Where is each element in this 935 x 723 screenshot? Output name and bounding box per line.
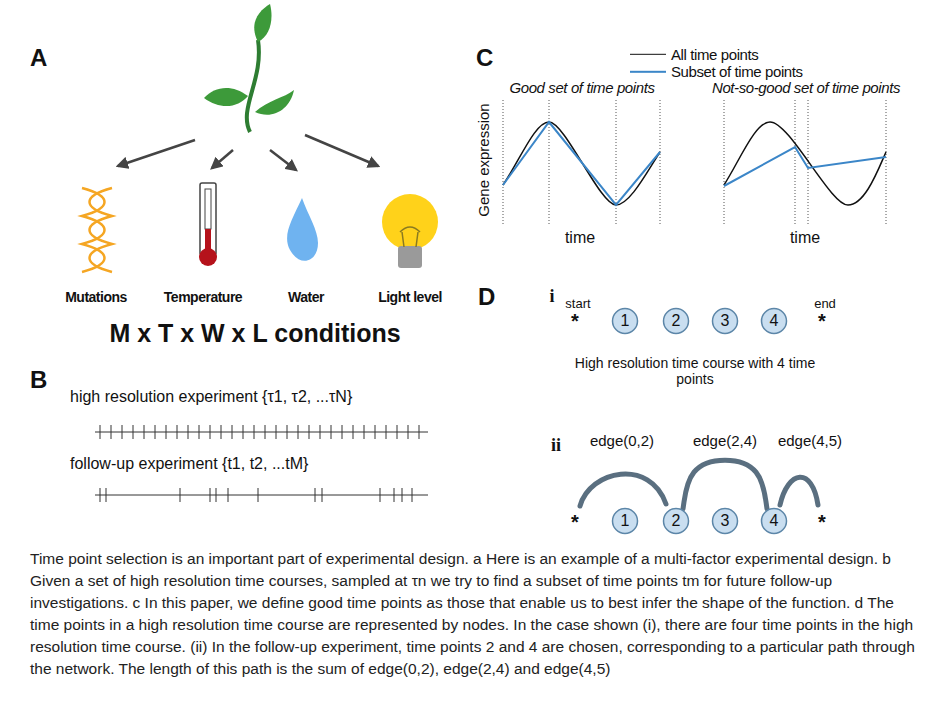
node-number: 4 — [760, 307, 788, 335]
path-edge — [683, 460, 767, 509]
light-bulb-icon — [382, 194, 438, 268]
start-label: start — [565, 297, 590, 312]
terminal-star: * — [818, 310, 826, 333]
plot-title: Not-so-good set of time points — [712, 79, 900, 96]
time-point-node: 4 — [760, 307, 788, 335]
panel-letter: B — [30, 366, 47, 394]
legend-entry: Subset of time points — [630, 62, 803, 80]
panel-letter: D — [478, 283, 495, 311]
legend-sample — [630, 71, 666, 73]
timeline-label: follow-up experiment {t1, t2, ...tM} — [70, 455, 308, 473]
axis-label: Gene expression — [475, 103, 492, 216]
factor-label: Light level — [378, 289, 442, 305]
plant-icon — [204, 4, 294, 132]
edge-label: edge(4,5) — [778, 432, 842, 449]
factor-label: Mutations — [65, 289, 127, 305]
node-number: 1 — [611, 507, 639, 535]
dna-helix-icon — [82, 188, 112, 272]
legend-text: Subset of time points — [671, 63, 803, 80]
node-number: 2 — [662, 507, 690, 535]
timeline-label: high resolution experiment {τ1, τ2, ...τ… — [70, 388, 352, 406]
panel-letter: A — [30, 44, 47, 72]
factor-arrows — [118, 135, 378, 170]
panel-letter: C — [476, 44, 493, 72]
caption: Time point selection is an important par… — [30, 548, 915, 680]
time-point-node: 3 — [711, 507, 739, 535]
node-number: 3 — [711, 307, 739, 335]
legend-sample — [630, 54, 666, 55]
legend-text: All time points — [671, 46, 758, 63]
time-point-node: 3 — [711, 307, 739, 335]
node-number: 2 — [662, 307, 690, 335]
time-point-node: 1 — [611, 307, 639, 335]
legend-entry: All time points — [630, 45, 758, 63]
terminal-star: * — [571, 511, 579, 534]
thermometer-icon — [199, 183, 217, 266]
path-arc — [580, 474, 818, 506]
time-point-node: 2 — [662, 507, 690, 535]
sample-grid — [503, 100, 886, 225]
sub-panel-label: ii — [551, 435, 561, 456]
end-label: end — [814, 297, 836, 312]
conditions-label: M x T x W x L conditions — [109, 319, 400, 348]
plot-title: Good set of time points — [509, 79, 654, 96]
node-number: 1 — [611, 307, 639, 335]
axis-label: time — [565, 229, 595, 247]
water-drop-icon — [287, 198, 318, 261]
expression-curve — [503, 122, 886, 205]
terminal-star: * — [571, 310, 579, 333]
terminal-star: * — [818, 511, 826, 534]
time-point-node: 2 — [662, 307, 690, 335]
edge-label: edge(0,2) — [590, 432, 654, 449]
node-number: 3 — [711, 507, 739, 535]
axis-label: time — [790, 229, 820, 247]
edge-label: edge(2,4) — [691, 432, 759, 449]
factor-label: Water — [288, 289, 324, 305]
time-point-node: 1 — [611, 507, 639, 535]
sub-panel-label: i — [549, 286, 554, 307]
note: High resolution time course with 4 time … — [565, 355, 825, 387]
factor-label: Temperature — [164, 289, 242, 305]
node-number: 4 — [760, 507, 788, 535]
time-point-node: 4 — [760, 507, 788, 535]
